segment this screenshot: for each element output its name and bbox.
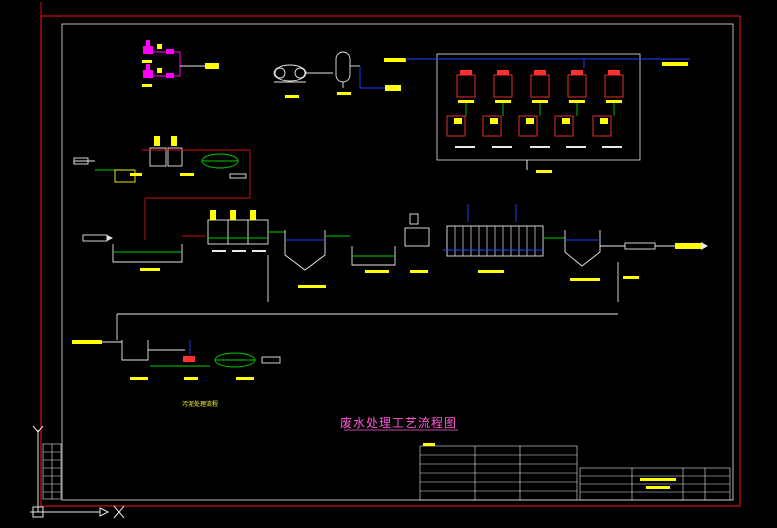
- sludge-return-line: [116, 255, 619, 340]
- main-title: 废水处理工艺流程图: [340, 416, 458, 430]
- upper-process-train: [73, 136, 251, 240]
- legend-table: [419, 443, 578, 501]
- clarifier-icon: [284, 230, 326, 271]
- inner-frame: [61, 23, 734, 501]
- left-strip-table: [42, 443, 62, 500]
- sludge-treatment-unit: [72, 340, 281, 380]
- air-compressor: [273, 64, 333, 98]
- outer-frame: [40, 15, 741, 507]
- title-block: [579, 467, 731, 501]
- flow-arrow-icon: [107, 235, 113, 241]
- filter-press-icon: [214, 352, 256, 368]
- sludge-caption: 污泥处理流程: [182, 401, 219, 408]
- main-process-line: [82, 204, 708, 288]
- chemical-dosing-panel: [405, 53, 690, 173]
- dosing-unit-top-left: [142, 40, 219, 87]
- ucs-axis-icon: [30, 425, 125, 519]
- air-receiver-tank: [335, 51, 406, 95]
